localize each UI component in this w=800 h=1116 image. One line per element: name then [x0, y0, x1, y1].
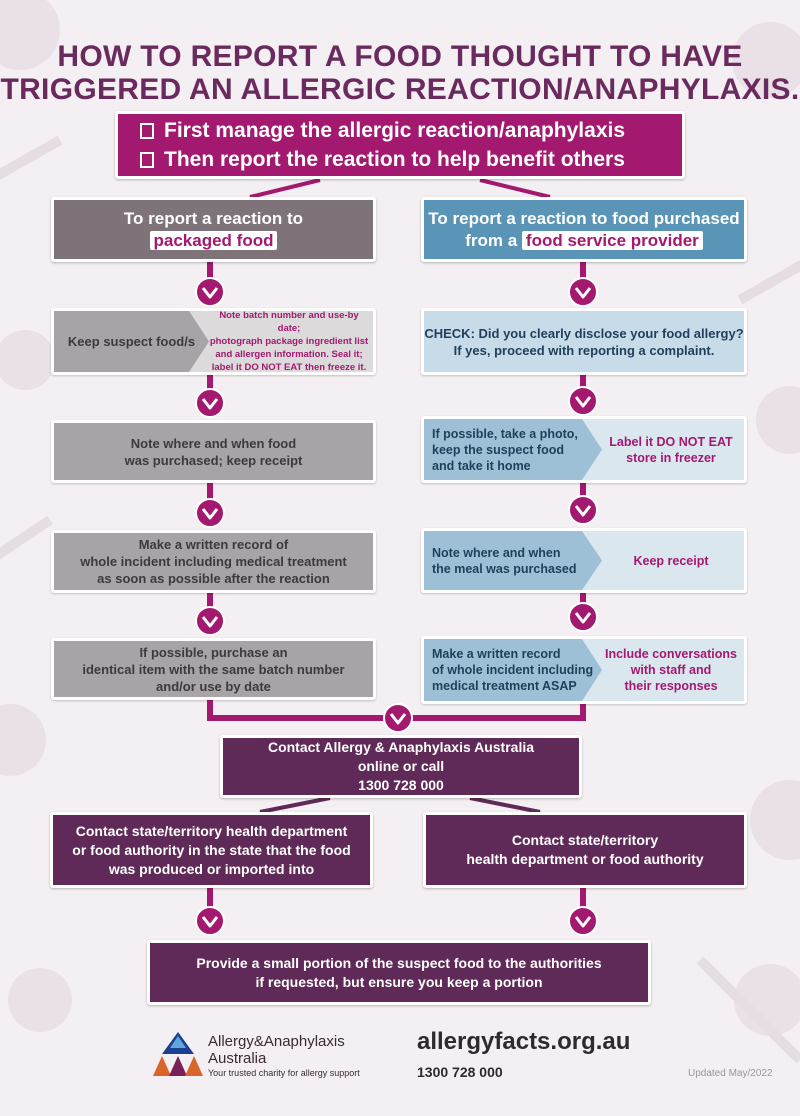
right-step-note-meal: Note where and when the meal was purchas…: [421, 528, 747, 593]
right-step4-right-line: with staff and: [630, 663, 712, 677]
right-step4-left: Make a written record of whole incident …: [424, 639, 602, 701]
checkbox-icon: x: [140, 151, 154, 168]
contact-line: Contact Allergy & Anaphylaxis Australia: [267, 739, 535, 755]
title-line-1: HOW TO REPORT A FOOD THOUGHT TO HAVE: [57, 40, 743, 73]
packaged-heading-highlight: packaged food: [149, 230, 278, 250]
title-line-2: TRIGGERED AN ALLERGIC REACTION/ANAPHYLAX…: [0, 73, 800, 106]
intro-banner: x First manage the allergic reaction/ana…: [115, 111, 685, 179]
state-right-line: Contact state/territory: [511, 832, 659, 848]
intro-row-2: x Then report the reaction to help benef…: [140, 145, 625, 174]
left-step4-line: and/or use by date: [156, 678, 271, 694]
right-step3-left-line: the meal was purchased: [432, 561, 577, 576]
right-step4-right: Include conversations with staff and the…: [602, 639, 740, 701]
left-step2-line: was purchased; keep receipt: [124, 452, 303, 468]
state-left-line: or food authority in the state that the …: [72, 841, 351, 858]
state-right-line: health department or food authority: [466, 851, 704, 867]
left-step-keep-food: Keep suspect food/s Note batch number an…: [51, 308, 376, 375]
right-step2-left-line: keep the suspect food: [432, 442, 564, 457]
left-step-note-purchase: Note where and when food was purchased; …: [51, 420, 376, 483]
intro-row-1: x First manage the allergic reaction/ana…: [140, 116, 625, 145]
left-step1-detail-line: label it DO NOT EAT then freeze it.: [211, 362, 367, 373]
right-step-check-disclosure: CHECK: Did you clearly disclose your foo…: [421, 308, 747, 375]
state-health-left: Contact state/territory health departmen…: [50, 812, 373, 888]
state-left-line: was produced or imported into: [108, 860, 315, 877]
page-title: HOW TO REPORT A FOOD THOUGHT TO HAVE TRI…: [0, 40, 800, 106]
checkbox-icon: x: [140, 122, 154, 139]
left-step1-detail-line: photograph package ingredient list: [209, 336, 369, 347]
contact-allergy-australia: Contact Allergy & Anaphylaxis Australia …: [220, 735, 582, 798]
contact-line: online or call: [357, 758, 445, 774]
food-service-heading-prefix: from a: [465, 230, 518, 250]
right-step2-left: If possible, take a photo, keep the susp…: [424, 419, 602, 480]
org-name-line: Allergy&Anaphylaxis: [208, 1033, 345, 1050]
org-name: Allergy&Anaphylaxis Australia: [208, 1033, 345, 1067]
state-health-right: Contact state/territory health departmen…: [423, 812, 747, 888]
flower-decoration: [0, 0, 800, 1036]
right-step1-line: Did you clearly disclose your food aller…: [474, 325, 744, 341]
left-step4-line: If possible, purchase an: [139, 644, 288, 660]
utensil-decoration: [0, 135, 800, 1064]
final-line: Provide a small portion of the suspect f…: [196, 954, 602, 971]
left-step1-detail-line: Note batch number and use-by date;: [219, 310, 359, 334]
packaged-food-heading: To report a reaction to packaged food: [51, 197, 376, 262]
food-service-heading-line-1: To report a reaction to food purchased: [428, 208, 740, 228]
final-line: if requested, but ensure you keep a port…: [255, 973, 543, 990]
right-step-photo-keep: If possible, take a photo, keep the susp…: [421, 416, 747, 483]
right-step4-left-line: Make a written record: [432, 647, 561, 661]
intro-line-2: Then report the reaction to help benefit…: [164, 148, 625, 171]
state-left-line: Contact state/territory health departmen…: [75, 822, 348, 839]
right-step3-left-line: Note where and when: [432, 545, 561, 560]
footer-phone: 1300 728 000: [417, 1064, 503, 1080]
left-step2-line: Note where and when food: [130, 435, 297, 451]
food-service-heading: To report a reaction to food purchased f…: [421, 197, 747, 262]
left-step1-label: Keep suspect food/s: [54, 311, 209, 372]
intro-line-1: First manage the allergic reaction/anaph…: [164, 119, 626, 142]
check-label: CHECK:: [424, 325, 475, 341]
right-step2-left-line: and take it home: [432, 458, 531, 473]
right-step4-left-line: of whole incident including: [432, 663, 594, 677]
left-step3-line: Make a written record of: [138, 537, 289, 552]
right-step4-right-line: their responses: [624, 679, 718, 693]
down-arrow-circle-icon: [195, 277, 598, 936]
right-step1-line: If yes, proceed with reporting a complai…: [453, 342, 715, 358]
left-step1-detail-line: and allergen information. Seal it;: [215, 349, 363, 360]
right-step2-right: Label it DO NOT EAT store in freezer: [602, 419, 740, 480]
provide-portion-box: Provide a small portion of the suspect f…: [147, 940, 651, 1005]
triangle-logo-icon: [153, 1032, 203, 1076]
right-step3-right: Keep receipt: [633, 553, 709, 568]
org-name-line: Australia: [208, 1050, 267, 1067]
right-step2-right-line: store in freezer: [626, 450, 716, 465]
left-step-written-record: Make a written record of whole incident …: [51, 530, 376, 593]
left-step-purchase-identical: If possible, purchase an identical item …: [51, 638, 376, 700]
left-step1-detail: Note batch number and use-by date; photo…: [209, 311, 369, 372]
left-step3-line: whole incident including medical treatme…: [80, 554, 347, 569]
right-step2-left-line: If possible, take a photo,: [432, 426, 578, 441]
right-step-written-record: Make a written record of whole incident …: [421, 636, 747, 704]
left-step3-line: as soon as possible after the reaction: [97, 571, 330, 586]
right-step2-right-line: Label it DO NOT EAT: [609, 434, 733, 449]
left-step4-line: identical item with the same batch numbe…: [82, 661, 345, 677]
org-tagline: Your trusted charity for allergy support: [208, 1068, 360, 1078]
updated-date: Updated May/2022: [688, 1068, 773, 1079]
food-service-heading-highlight: food service provider: [521, 230, 703, 250]
packaged-heading-line: To report a reaction to: [123, 208, 304, 228]
right-step3-left: Note where and when the meal was purchas…: [424, 531, 602, 590]
contact-phone: 1300 728 000: [358, 777, 444, 793]
right-step4-left-line: medical treatment ASAP: [432, 679, 577, 693]
right-step4-right-line: Include conversations: [605, 647, 737, 661]
website-link[interactable]: allergyfacts.org.au: [417, 1028, 631, 1055]
